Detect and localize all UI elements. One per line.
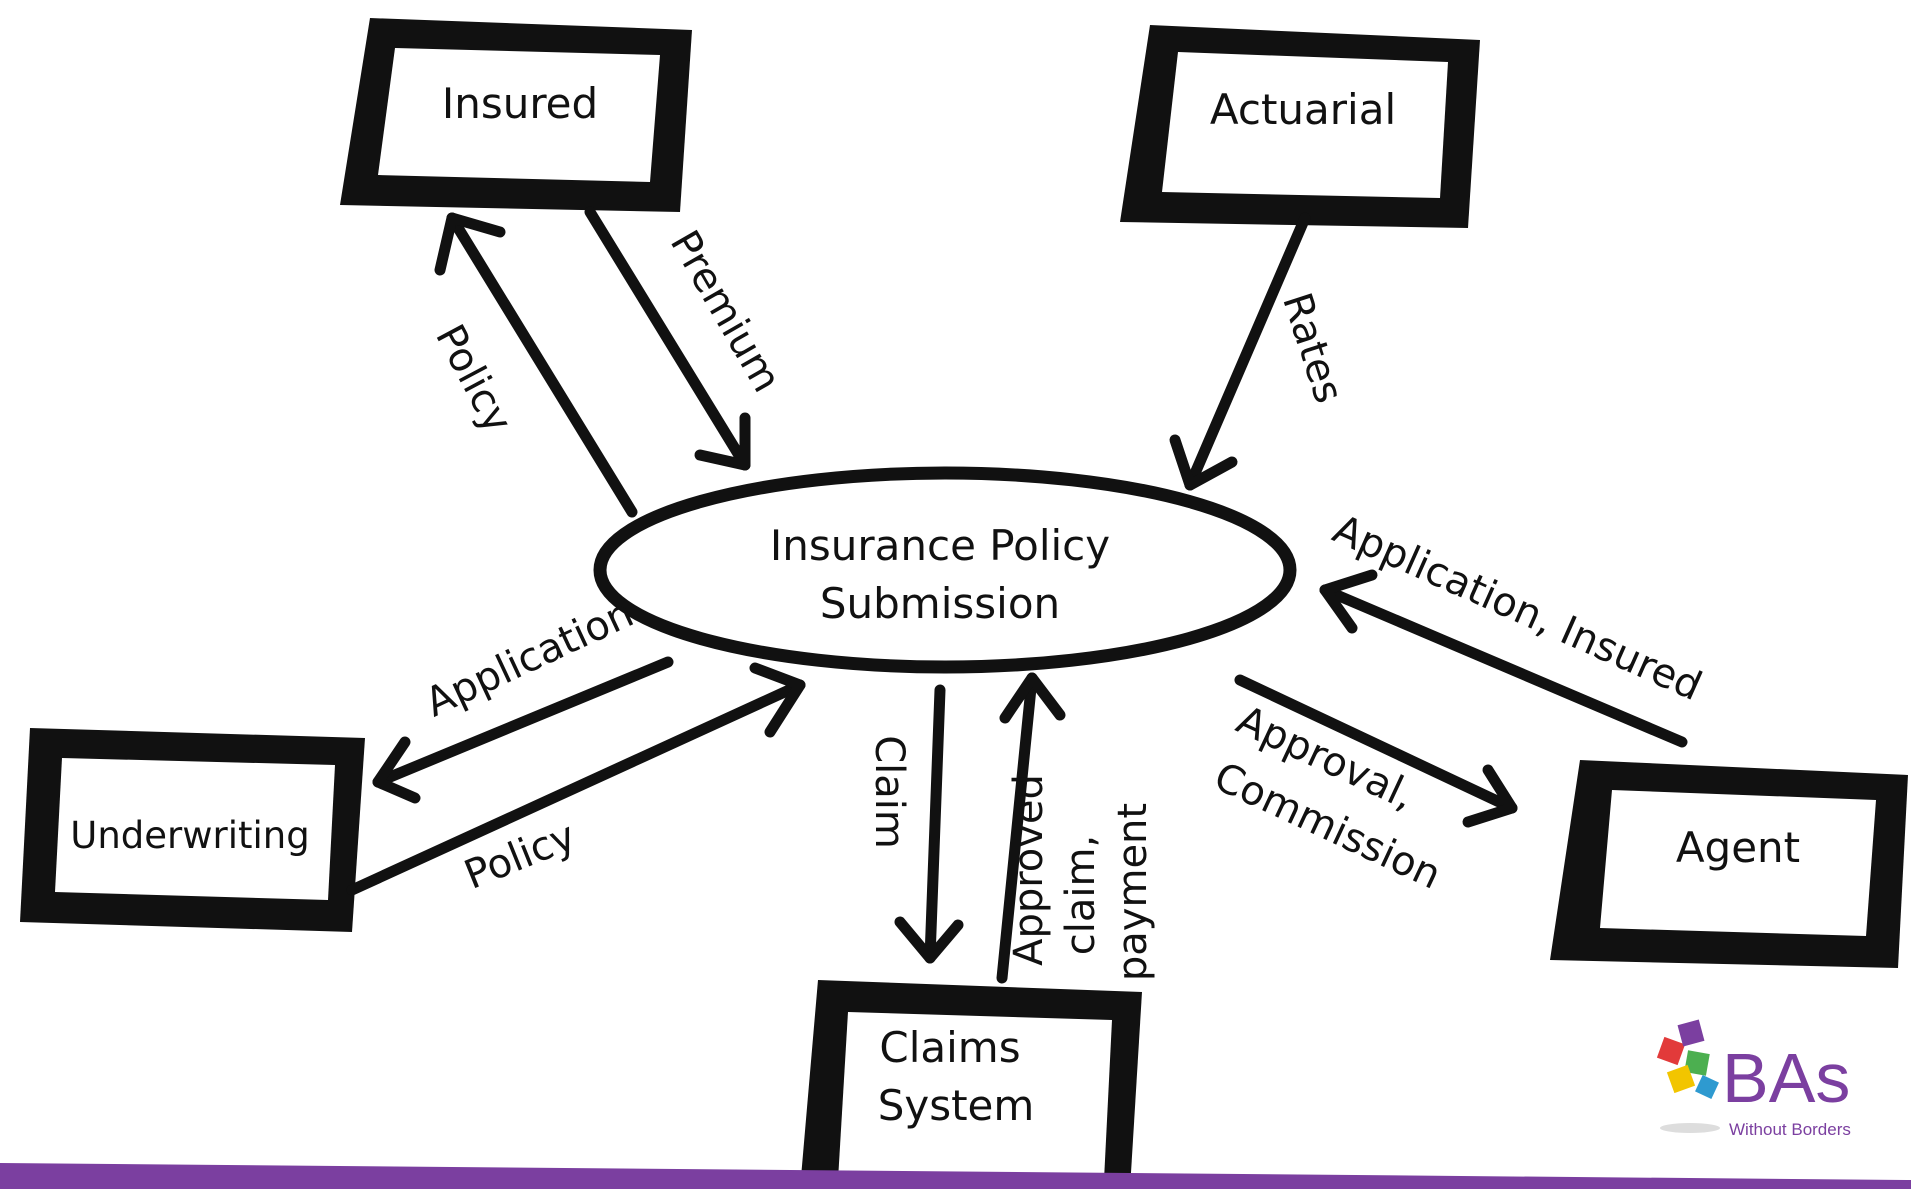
flow-label-approved-1: Approved [1006, 774, 1052, 966]
entity-actuarial: Actuarial [1120, 25, 1480, 228]
flow-arrow-application [372, 656, 674, 804]
footer-bar [0, 1163, 1911, 1189]
flow-arrow-policy-to-insured [434, 212, 638, 518]
puzzle-icon [1656, 1019, 1720, 1133]
flow-arrow-policy-from-underwriting [346, 662, 806, 896]
flow-arrow-rates [1169, 212, 1311, 491]
flow-label-application-insured: Application, Insured [1326, 506, 1708, 710]
entity-actuarial-label: Actuarial [1210, 85, 1396, 134]
flow-label-rates: Rates [1273, 287, 1352, 408]
entity-claims-label-2: System [878, 1081, 1035, 1130]
logo-mark: BAs [1722, 1039, 1850, 1117]
entity-underwriting: Underwriting [20, 728, 365, 932]
flow-label-policy-underwriting: Policy [458, 813, 582, 899]
flow-arrow-approval [1234, 674, 1518, 828]
bas-logo: BAs Without Borders [1656, 1019, 1851, 1139]
flow-label-approved-3: payment [1110, 803, 1156, 981]
entity-claims-system: Claims System [800, 980, 1142, 1189]
process-ellipse: Insurance Policy Submission [593, 466, 1297, 674]
entity-underwriting-label: Underwriting [70, 814, 309, 857]
entity-agent-label: Agent [1676, 823, 1800, 872]
process-label-2: Submission [820, 579, 1060, 628]
flow-arrow-premium [584, 206, 751, 471]
flow-arrow-approved [996, 672, 1066, 984]
entity-insured-label: Insured [442, 79, 598, 128]
entity-claims-label-1: Claims [879, 1023, 1020, 1072]
process-label-1: Insurance Policy [770, 521, 1110, 570]
flow-label-policy-insured: Policy [426, 317, 521, 440]
flow-label-approved-2: claim, [1058, 835, 1104, 955]
logo-tagline: Without Borders [1729, 1120, 1851, 1139]
entity-insured: Insured [340, 18, 692, 212]
flow-label-premium: Premium [661, 223, 790, 400]
flow-arrow-application-insured [1319, 569, 1688, 748]
flow-label-claim: Claim [866, 735, 912, 849]
entity-agent: Agent [1550, 760, 1908, 968]
flow-arrow-claim [894, 684, 964, 964]
flow-label-application: Application [419, 590, 641, 726]
